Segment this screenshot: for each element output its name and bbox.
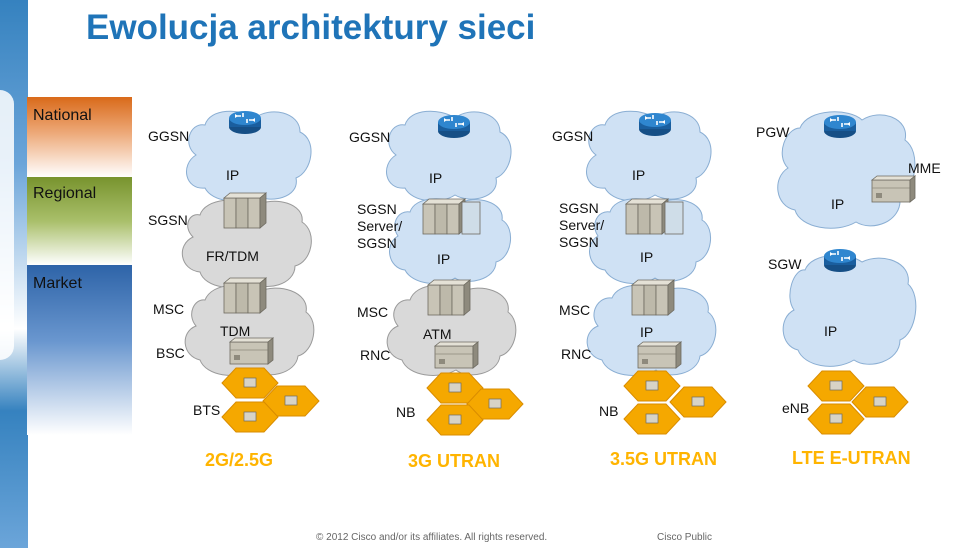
cell-enb-lte-c-icon (807, 403, 865, 435)
caption-3g: 3G UTRAN (408, 451, 501, 471)
left-accent-notch (0, 90, 14, 360)
label-ip-low-lte: IP (824, 323, 838, 339)
label-sgsn-l2-35g: Server/ (559, 217, 605, 233)
label-sgsn-l1-35g: SGSN (559, 200, 599, 216)
label-ip-top-lte: IP (831, 196, 845, 212)
label-ip-low-35g: IP (640, 324, 654, 340)
server-gateway-3g-icon (461, 201, 481, 235)
cell-nb-35g-b-icon (669, 386, 727, 418)
tier-band-market (27, 265, 132, 435)
label-msc-2g: MSC (153, 301, 185, 317)
label-rnc-3g: RNC (360, 347, 391, 363)
slide-title: Ewolucja architektury sieci (86, 8, 536, 47)
ip-cloud-lte-low (782, 254, 917, 367)
tier-band-national (27, 97, 132, 177)
server-gateway-35g-icon (664, 201, 684, 235)
label-ip-2g: IP (226, 167, 240, 183)
label-sgsn-2g: SGSN (148, 212, 188, 228)
label-sgsn-l3-35g: SGSN (559, 234, 599, 250)
label-ggsn-2g: GGSN (148, 128, 190, 144)
server-sgsn-2g-icon (223, 192, 267, 229)
label-bts-2g: BTS (193, 402, 221, 418)
router-pgw-lte-icon (823, 114, 857, 139)
label-frtdm-2g: FR/TDM (206, 248, 259, 264)
cell-nb-35g-c-icon (623, 403, 681, 435)
label-nb-35g: NB (599, 403, 619, 419)
label-ip-mid-3g: IP (437, 251, 451, 267)
tier-band-regional (27, 177, 132, 265)
cell-enb-lte-a-icon (807, 370, 865, 402)
router-sgw-lte-icon (823, 248, 857, 273)
label-sgw-lte: SGW (768, 256, 802, 272)
label-mme-lte: MME (908, 160, 941, 176)
server-sgsn-35g-icon (625, 198, 669, 235)
label-ip-mid-35g: IP (640, 249, 654, 265)
label-bsc-2g: BSC (156, 345, 185, 361)
column-35g (586, 110, 727, 435)
label-ip-top-35g: IP (632, 167, 646, 183)
label-rnc-35g: RNC (561, 346, 592, 362)
label-msc-3g: MSC (357, 304, 389, 320)
server-msc-2g-icon (223, 277, 267, 314)
caption-lte: LTE E-UTRAN (792, 448, 911, 468)
tier-label-market: Market (33, 275, 82, 292)
server-msc-3g-icon (427, 279, 471, 316)
column-lte (777, 111, 917, 435)
box-rnc-35g-icon (637, 341, 682, 369)
label-ip-top-3g: IP (429, 170, 443, 186)
label-sgsn-l1-3g: SGSN (357, 201, 397, 217)
box-bsc-2g-icon (229, 337, 274, 365)
label-pgw-lte: PGW (756, 124, 790, 140)
label-msc-35g: MSC (559, 302, 591, 318)
tier-label-national: National (33, 107, 92, 124)
router-ggsn-2g-icon (228, 110, 262, 135)
server-msc-35g-icon (631, 279, 675, 316)
footer-classification: Cisco Public (657, 532, 713, 543)
label-nb-3g: NB (396, 404, 416, 420)
router-ggsn-3g-icon (437, 114, 471, 139)
caption-2g: 2G/2.5G (205, 450, 274, 470)
column-3g (386, 110, 524, 436)
label-tdm-2g: TDM (220, 323, 251, 339)
label-atm-3g: ATM (423, 326, 452, 342)
caption-35g: 3.5G UTRAN (610, 449, 718, 469)
footer-copyright: © 2012 Cisco and/or its affiliates. All … (316, 532, 548, 543)
label-sgsn-l3-3g: SGSN (357, 235, 397, 251)
box-rnc-3g-icon (434, 341, 479, 369)
label-sgsn-l2-3g: Server/ (357, 218, 403, 234)
cell-enb-lte-b-icon (851, 386, 909, 418)
label-ggsn-3g: GGSN (349, 129, 391, 145)
box-mme-lte-icon (871, 175, 916, 203)
server-sgsn-3g-icon (422, 198, 466, 235)
label-ggsn-35g: GGSN (552, 128, 594, 144)
column-2g (181, 110, 320, 433)
tier-label-regional: Regional (33, 185, 97, 202)
router-ggsn-35g-icon (638, 112, 672, 137)
label-enb-lte: eNB (782, 400, 810, 416)
